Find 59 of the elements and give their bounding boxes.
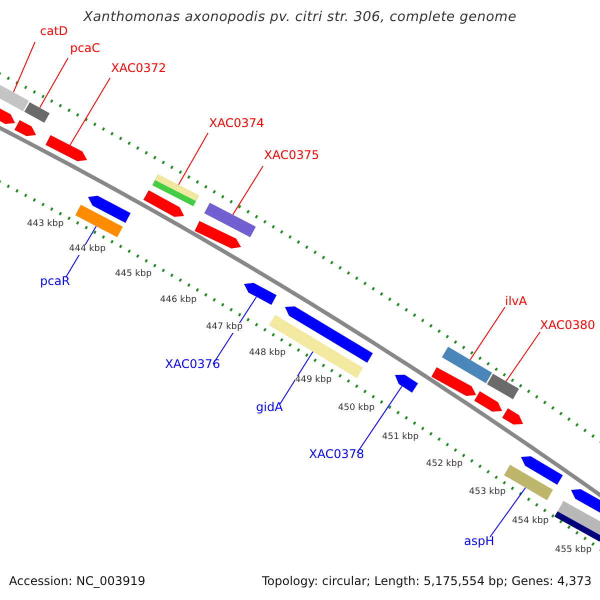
- gene-feature: [502, 408, 523, 424]
- genome-info-text: Topology: circular; Length: 5,175,554 bp; Genes: 4,373: [262, 575, 592, 588]
- diagram-title: Xanthomonas axonopodis pv. citri str. 306, complete genome: [82, 10, 518, 25]
- leader-line: [356, 386, 402, 454]
- position-label: 449 kbp: [295, 376, 332, 386]
- position-label: 455 kbp: [555, 546, 592, 556]
- position-label: 454 kbp: [512, 517, 549, 527]
- leader-line: [280, 351, 314, 404]
- gene-label: pcaR: [40, 275, 70, 288]
- gene-feature: [0, 107, 15, 124]
- accession-text: Accession: NC_003919: [9, 575, 146, 588]
- position-label: 446 kbp: [160, 296, 197, 306]
- gene-feature: [285, 306, 373, 363]
- gene-feature: [194, 221, 241, 248]
- gene-feature: [46, 135, 87, 162]
- gene-label: gidA: [256, 401, 283, 414]
- gene-feature: [244, 282, 277, 305]
- leader-line: [12, 42, 36, 93]
- gene-label: XAC0375: [264, 149, 320, 162]
- gene-feature: [143, 190, 184, 217]
- position-label: 444 kbp: [69, 245, 106, 255]
- position-label: 450 kbp: [338, 404, 375, 414]
- gene-label: XAC0376: [165, 358, 220, 372]
- gene-feature: [75, 204, 123, 238]
- gene-label: XAC0372: [111, 62, 166, 76]
- gene-label: XAC0374: [209, 117, 264, 130]
- gene-feature: [504, 464, 553, 500]
- position-label: 453 kbp: [469, 488, 506, 498]
- gene-label: XAC0380: [540, 319, 596, 332]
- leader-line: [178, 132, 208, 186]
- gene-label: catD: [40, 25, 68, 38]
- gene-feature: [24, 102, 50, 123]
- position-label: 452 kbp: [426, 460, 463, 470]
- gene-label: aspH: [464, 535, 494, 548]
- gene-feature: [474, 391, 502, 412]
- gene-feature: [487, 374, 519, 400]
- gene-feature: [554, 500, 600, 542]
- position-label: 451 kbp: [382, 433, 419, 443]
- gene-feature: [88, 196, 131, 223]
- gene-feature: [442, 346, 492, 384]
- leader-line: [506, 332, 540, 382]
- leader-line: [470, 306, 506, 360]
- leader-line: [232, 166, 264, 216]
- position-label: 445 kbp: [115, 270, 152, 280]
- gene-label: XAC0378: [309, 448, 364, 462]
- gene-feature: [0, 84, 29, 112]
- gene-feature: [204, 202, 256, 238]
- gene-label: ilvA: [505, 295, 527, 308]
- position-label: 448 kbp: [249, 349, 286, 359]
- gene-feature: [431, 367, 476, 396]
- leader-line: [70, 78, 110, 146]
- gene-feature: [521, 456, 563, 485]
- position-label: 447 kbp: [206, 323, 243, 333]
- position-label: 443 kbp: [27, 220, 64, 230]
- gene-feature: [14, 120, 36, 136]
- leader-line: [490, 487, 526, 538]
- gene-feature: [395, 374, 418, 393]
- leader-line: [39, 58, 68, 108]
- gene-label: pcaC: [70, 42, 100, 56]
